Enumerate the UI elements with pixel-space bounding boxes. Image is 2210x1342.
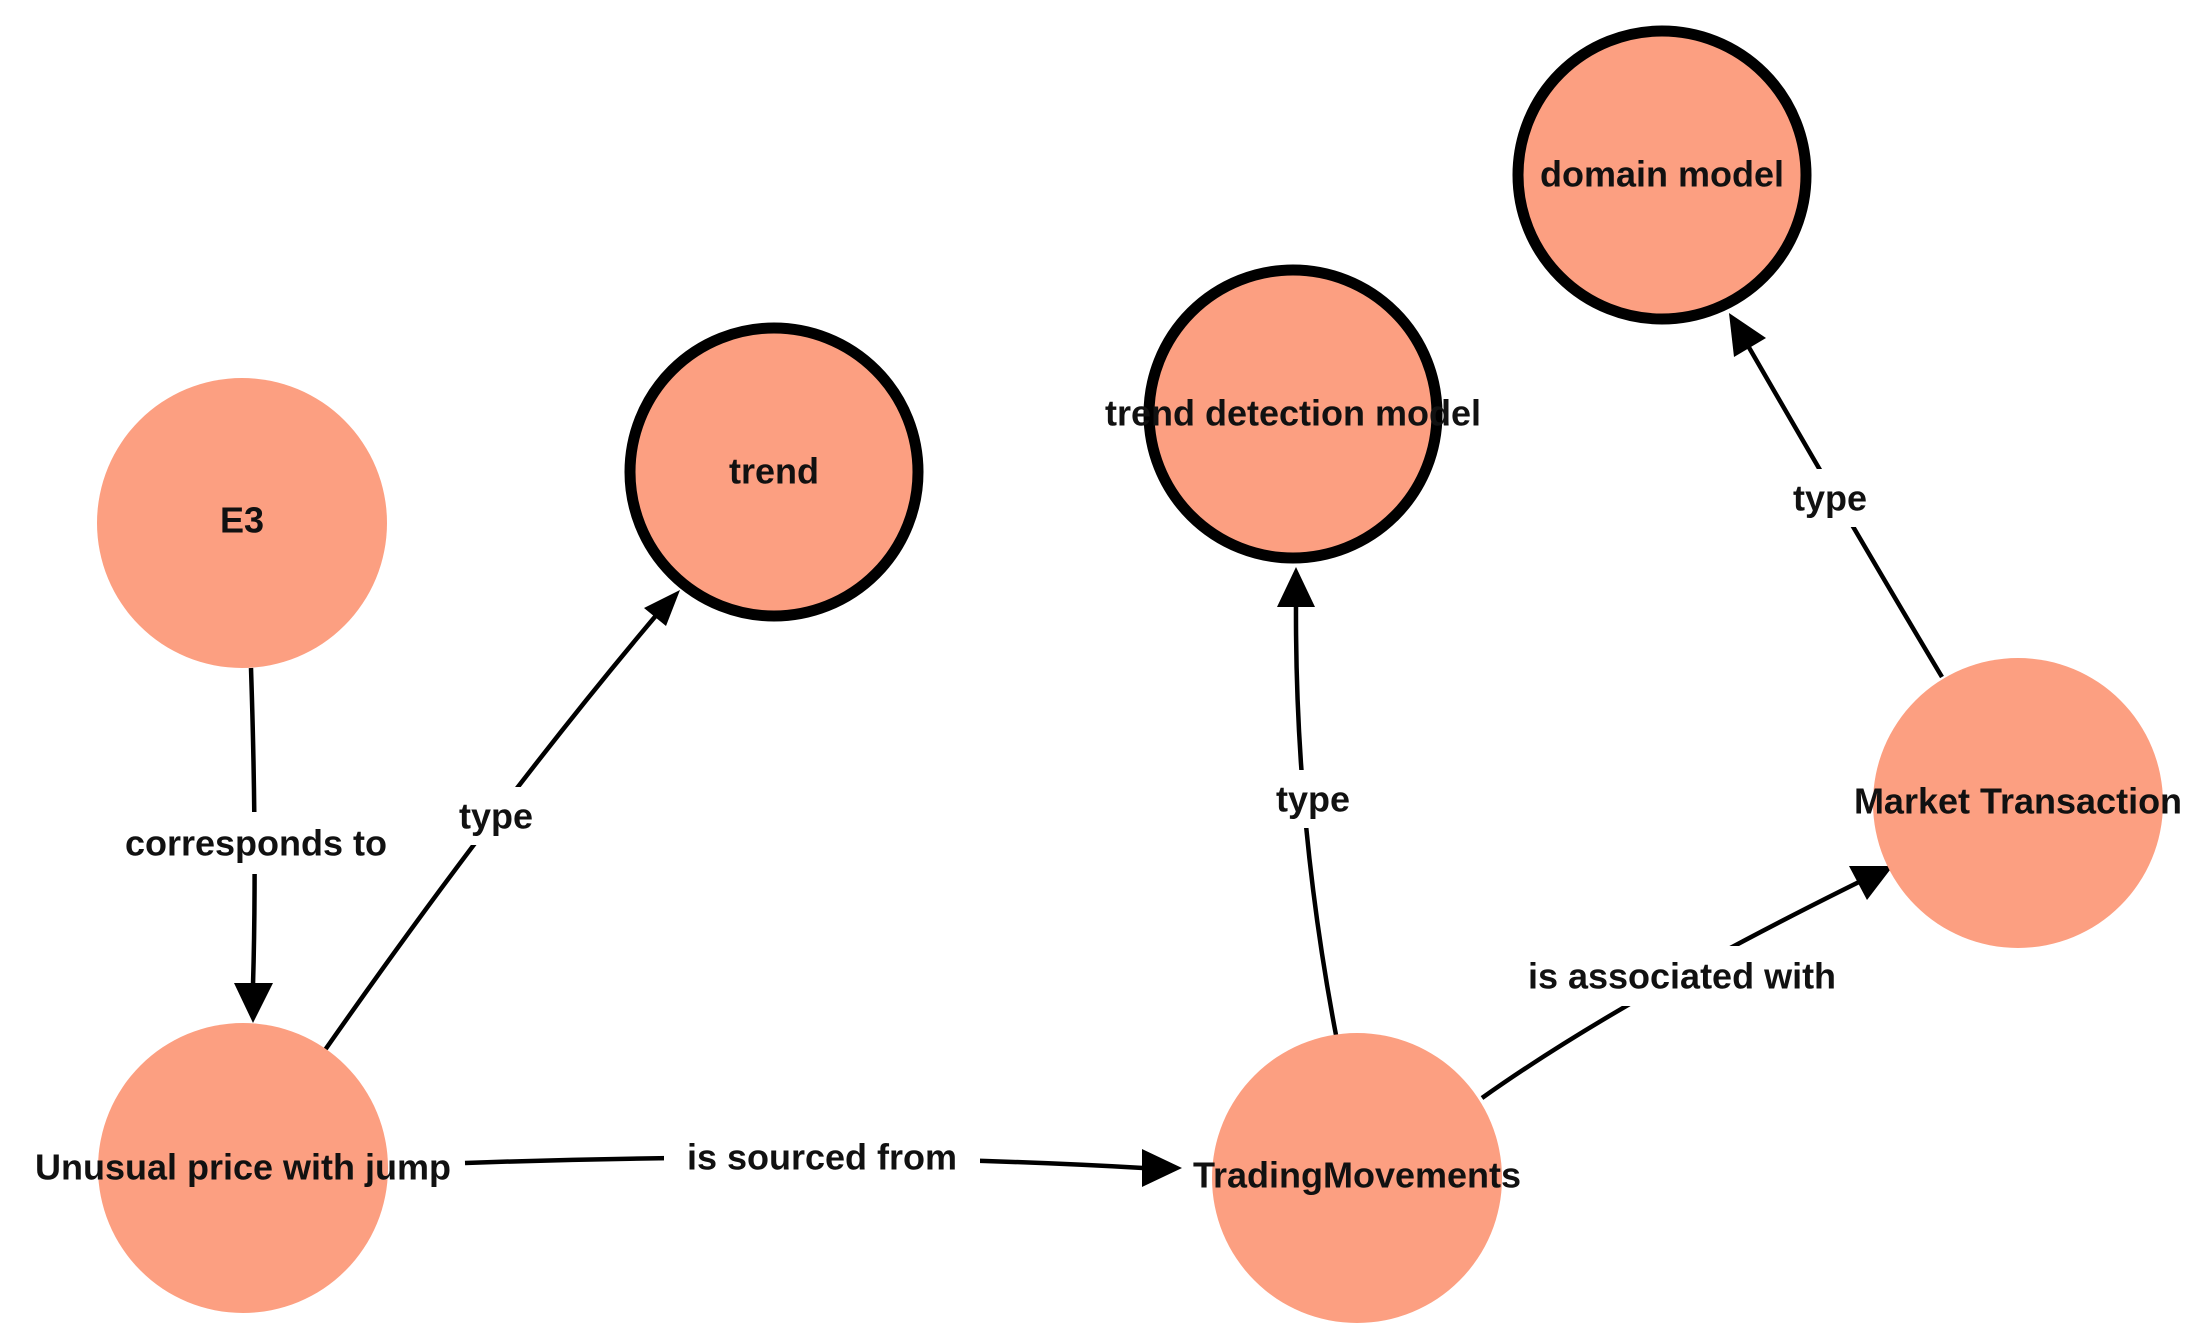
node-circle — [1143, 264, 1443, 564]
edge-label: is associated with — [1528, 956, 1836, 997]
node-label: domain model — [1540, 154, 1784, 195]
arrowhead-icon — [234, 983, 273, 1023]
node-circle — [1212, 1033, 1502, 1323]
node-domain-model: domain model — [1512, 25, 1812, 325]
node-market-transaction: Market Transaction — [1854, 658, 2182, 948]
edge-trading-associated-with-market: is associated with — [1480, 866, 1893, 1100]
node-label: Market Transaction — [1854, 781, 2182, 822]
node-trend-detection-model: trend detection model — [1105, 264, 1481, 564]
node-label: TradingMovements — [1193, 1155, 1521, 1196]
edge-market-type-domain-model: type — [1729, 313, 1944, 679]
node-circle — [97, 378, 387, 668]
arrowhead-icon — [1142, 1149, 1182, 1187]
arrowhead-icon — [1277, 567, 1315, 607]
node-label: E3 — [220, 500, 264, 541]
node-trend: trend — [624, 322, 924, 622]
node-label: trend — [729, 451, 819, 492]
node-circle — [624, 322, 924, 622]
arrowhead-icon — [1729, 313, 1766, 357]
node-label: Unusual price with jump — [35, 1147, 451, 1188]
edge-label: type — [1793, 478, 1867, 519]
node-unusual-price-with-jump: Unusual price with jump — [35, 1023, 451, 1313]
edge-e3-corresponds-to-unusual-price: corresponds to — [100, 667, 412, 1023]
edge-unusual-price-type-trend: type — [323, 590, 680, 1052]
edge-label: type — [459, 796, 533, 837]
node-circle — [98, 1023, 388, 1313]
arrowhead-icon — [644, 590, 680, 626]
edge-label: corresponds to — [125, 823, 387, 864]
node-circle — [1512, 25, 1812, 325]
edge-trading-type-trend-detection-model: type — [1256, 567, 1370, 1036]
edge-unusual-price-sourced-from-trading: is sourced from — [464, 1127, 1182, 1187]
edge-label: type — [1276, 779, 1350, 820]
node-trading-movements: TradingMovements — [1193, 1033, 1521, 1323]
node-label: trend detection model — [1105, 393, 1481, 434]
node-e3: E3 — [97, 378, 387, 668]
node-circle — [1873, 658, 2163, 948]
edge-label: is sourced from — [687, 1137, 957, 1178]
arrowhead-icon — [1849, 866, 1893, 900]
